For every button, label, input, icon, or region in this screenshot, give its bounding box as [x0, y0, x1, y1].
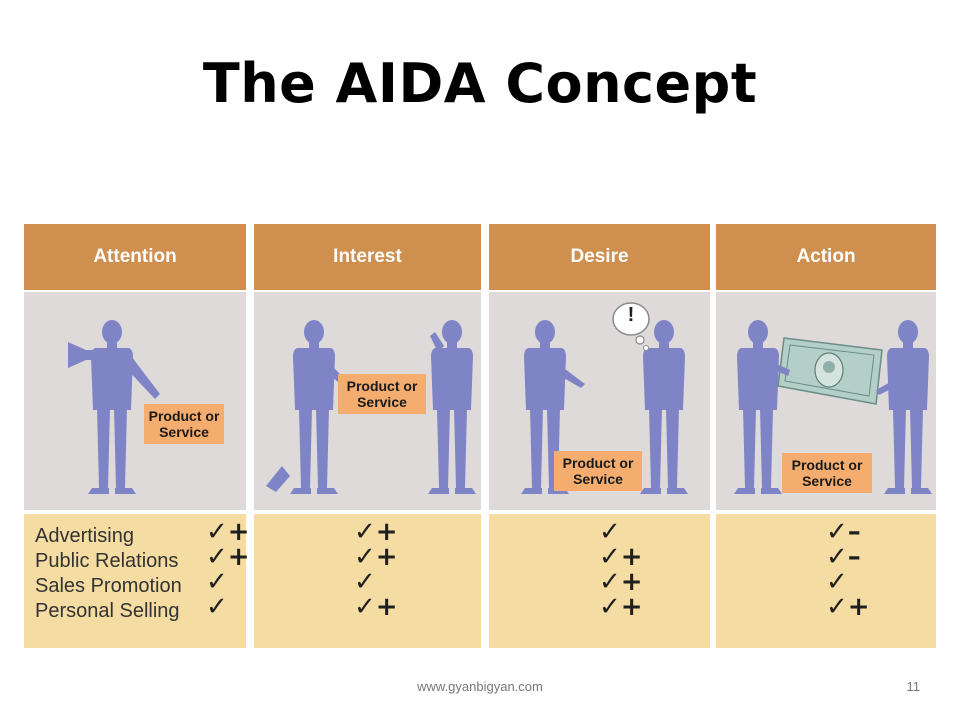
product-label: Product or Service — [554, 451, 642, 491]
thought-bubble-text: ! — [627, 304, 635, 326]
illustration-desire: ! Product or Service — [489, 292, 710, 510]
check-mark: ✓+ — [354, 517, 398, 547]
page-number: 11 — [906, 679, 921, 694]
footer-website: www.gyanbigyan.com — [417, 679, 543, 694]
checks-interest: ✓+ ✓+ ✓ ✓+ — [254, 514, 481, 648]
column-action: Action Product or Service ✓– ✓– ✓ ✓+ — [716, 224, 936, 648]
column-interest: Interest Product or Service ✓+ ✓+ ✓ ✓+ — [254, 224, 481, 648]
check-mark: ✓ — [206, 592, 228, 622]
check-mark: ✓+ — [599, 567, 643, 597]
product-label: Product or Service — [144, 404, 224, 444]
check-mark: ✓+ — [826, 592, 870, 622]
checks-action: ✓– ✓– ✓ ✓+ — [716, 514, 936, 648]
column-desire: Desire ! Product or Service ✓ ✓+ ✓+ ✓+ — [489, 224, 710, 648]
media-personal-selling: Personal Selling — [35, 600, 180, 622]
aida-table: Attention Product or Service Advertising… — [24, 224, 936, 648]
illustration-attention: Product or Service — [24, 292, 246, 510]
product-label: Product or Service — [338, 374, 426, 414]
thinking-person-icon — [521, 302, 688, 494]
slide-title: The AIDA Concept — [202, 52, 758, 115]
check-mark: ✓ — [354, 567, 376, 597]
checks-attention: Advertising Public Relations Sales Promo… — [24, 514, 250, 648]
check-mark: ✓– — [826, 542, 861, 572]
header-action: Action — [716, 224, 936, 290]
product-label: Product or Service — [782, 453, 872, 493]
check-mark: ✓+ — [354, 592, 398, 622]
check-mark: ✓+ — [206, 517, 250, 547]
check-mark: ✓+ — [599, 592, 643, 622]
checks-desire: ✓ ✓+ ✓+ ✓+ — [489, 514, 710, 648]
check-mark: ✓+ — [206, 542, 250, 572]
column-attention: Attention Product or Service Advertising… — [24, 224, 250, 648]
illustration-interest: Product or Service — [254, 292, 481, 510]
money-exchange-icon — [734, 320, 932, 494]
media-public-relations: Public Relations — [35, 550, 179, 572]
header-interest: Interest — [254, 224, 481, 290]
megaphone-person-icon — [68, 320, 160, 494]
illustration-action: Product or Service — [716, 292, 936, 510]
header-attention: Attention — [24, 224, 246, 290]
media-advertising: Advertising — [35, 525, 134, 547]
check-mark: ✓ — [826, 567, 848, 597]
check-mark: ✓+ — [599, 542, 643, 572]
check-mark: ✓ — [599, 517, 621, 547]
check-mark: ✓– — [826, 517, 861, 547]
header-desire: Desire — [489, 224, 710, 290]
check-mark: ✓ — [206, 567, 228, 597]
media-sales-promotion: Sales Promotion — [35, 575, 182, 597]
check-mark: ✓+ — [354, 542, 398, 572]
